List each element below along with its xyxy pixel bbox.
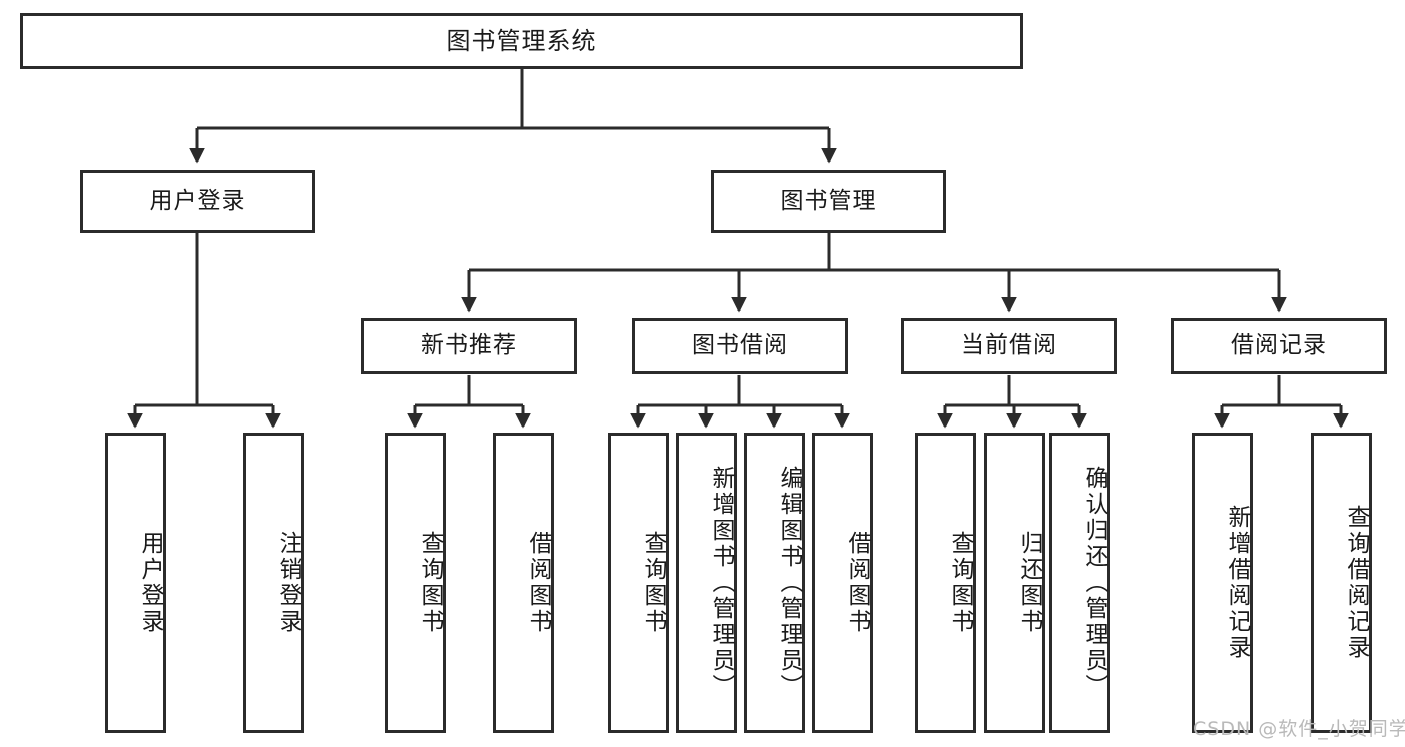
leaf-query-borrow-record[interactable]: 查询借阅记录: [1311, 433, 1372, 733]
node-label: 图书管理系统: [446, 26, 597, 55]
leaf-query-book-borrow[interactable]: 查询图书: [608, 433, 669, 733]
node-root-library-system[interactable]: 图书管理系统: [20, 13, 1023, 69]
node-borrow-record[interactable]: 借阅记录: [1171, 318, 1387, 374]
node-label: 注销登录: [275, 531, 301, 635]
watermark-text: CSDN @软件_小贺同学: [1193, 718, 1405, 740]
node-label: 编辑图书（管理员）: [776, 466, 802, 700]
node-label: 图书借阅: [692, 332, 788, 359]
node-label: 新增借阅记录: [1224, 505, 1250, 661]
leaf-return-book[interactable]: 归还图书: [984, 433, 1045, 733]
leaf-borrow-book-recommend[interactable]: 借阅图书: [493, 433, 554, 733]
node-label: 借阅图书: [844, 531, 870, 635]
node-book-management[interactable]: 图书管理: [711, 170, 946, 233]
node-label: 借阅记录: [1231, 332, 1327, 359]
node-label: 新增图书（管理员）: [708, 466, 734, 700]
node-label: 用户登录: [149, 187, 246, 214]
leaf-add-book-admin[interactable]: 新增图书（管理员）: [676, 433, 737, 733]
node-label: 归还图书: [1016, 531, 1042, 635]
leaf-query-book-current[interactable]: 查询图书: [915, 433, 976, 733]
leaf-edit-book-admin[interactable]: 编辑图书（管理员）: [744, 433, 805, 733]
node-label: 新书推荐: [421, 332, 517, 359]
node-label: 查询图书: [417, 531, 443, 635]
leaf-borrow-book[interactable]: 借阅图书: [812, 433, 873, 733]
leaf-user-logout[interactable]: 注销登录: [243, 433, 304, 733]
leaf-user-login[interactable]: 用户登录: [105, 433, 166, 733]
node-label: 用户登录: [137, 531, 163, 635]
node-label: 查询图书: [947, 531, 973, 635]
node-label: 图书管理: [780, 187, 877, 214]
node-label: 查询借阅记录: [1343, 505, 1369, 661]
node-user-login[interactable]: 用户登录: [80, 170, 315, 233]
node-label: 借阅图书: [525, 531, 551, 635]
leaf-confirm-return-admin[interactable]: 确认归还（管理员）: [1049, 433, 1110, 733]
leaf-add-borrow-record[interactable]: 新增借阅记录: [1192, 433, 1253, 733]
leaf-query-book-recommend[interactable]: 查询图书: [385, 433, 446, 733]
node-new-book-recommend[interactable]: 新书推荐: [361, 318, 577, 374]
node-label: 确认归还（管理员）: [1081, 466, 1107, 700]
node-current-borrow[interactable]: 当前借阅: [901, 318, 1117, 374]
node-label: 当前借阅: [961, 332, 1057, 359]
node-book-borrow[interactable]: 图书借阅: [632, 318, 848, 374]
node-label: 查询图书: [640, 531, 666, 635]
